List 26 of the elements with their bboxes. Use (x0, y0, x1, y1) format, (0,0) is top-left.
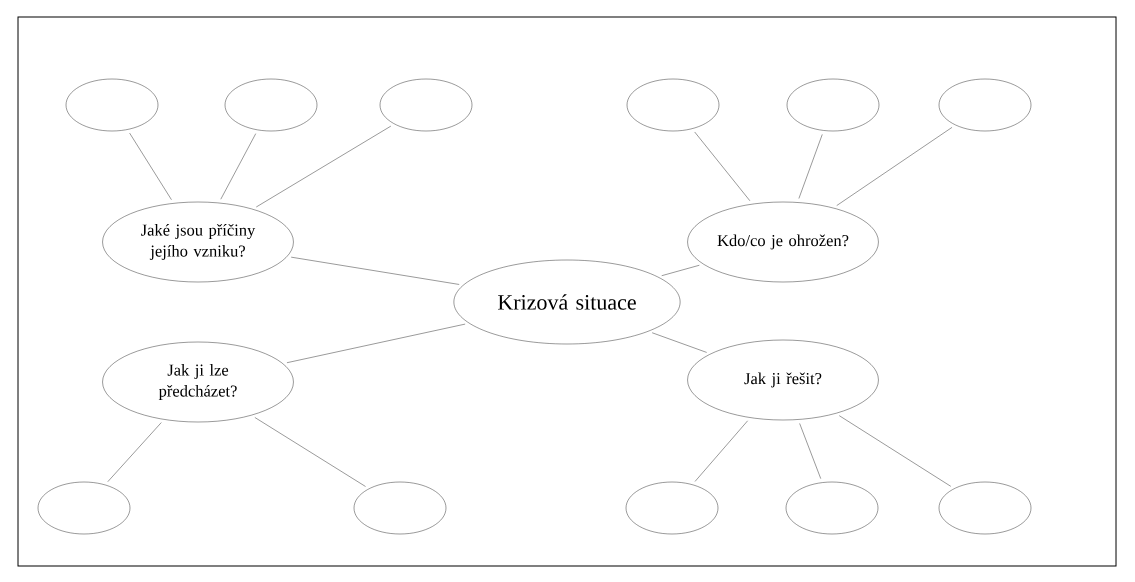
connector-line (839, 415, 952, 487)
empty-ellipse (625, 481, 719, 535)
empty-ellipse (353, 481, 447, 535)
connector-line (836, 127, 953, 206)
connector-line (256, 125, 392, 208)
empty-ellipse (785, 481, 879, 535)
empty-ellipse (938, 78, 1032, 132)
empty-ellipse (224, 78, 318, 132)
connector-line (286, 323, 466, 363)
empty-ellipse (626, 78, 720, 132)
connector-line (220, 133, 256, 200)
empty-ellipse (65, 78, 159, 132)
connector-line (107, 422, 162, 482)
connector-line (694, 420, 748, 482)
connector-line (661, 265, 700, 276)
empty-ellipse (379, 78, 473, 132)
connector-line (254, 417, 366, 487)
empty-ellipse (37, 481, 131, 535)
empty-ellipse (786, 78, 880, 132)
connector-line (290, 256, 460, 285)
connector-line (651, 332, 707, 353)
connector-line (129, 132, 172, 200)
connector-line (799, 423, 821, 479)
connector-line (798, 134, 823, 199)
connector-line (694, 131, 751, 201)
empty-ellipse (938, 481, 1032, 535)
